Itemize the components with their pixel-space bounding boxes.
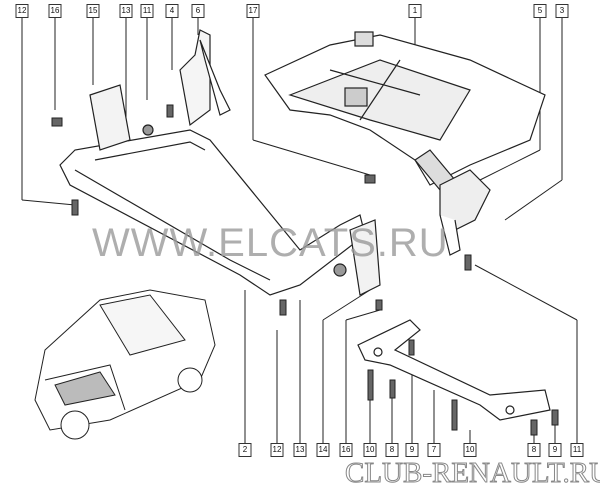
bolts	[51, 104, 559, 436]
leader-lines-top	[21, 17, 563, 221]
callout-label: 7	[427, 443, 441, 457]
callout-label: 17	[246, 4, 260, 18]
callout-label: 5	[533, 4, 547, 18]
callout-label: 10	[463, 443, 477, 457]
callout-label: 2	[238, 443, 252, 457]
callout-label: 8	[527, 443, 541, 457]
car-illustration	[34, 289, 216, 440]
crossmember	[59, 29, 491, 296]
callout-label: 16	[48, 4, 62, 18]
callout-label: 1	[408, 4, 422, 18]
watermark-elcats: WWW.ELCATS.RU	[92, 221, 449, 265]
subframe	[264, 31, 546, 191]
lower-brace	[357, 319, 551, 421]
callout-label: 11	[570, 443, 584, 457]
callout-label: 10	[363, 443, 377, 457]
callout-label: 16	[339, 443, 353, 457]
callout-label: 14	[316, 443, 330, 457]
callout-label: 8	[385, 443, 399, 457]
callout-label: 11	[140, 4, 154, 18]
callout-label: 12	[270, 443, 284, 457]
callout-label: 12	[15, 4, 29, 18]
callout-label: 4	[165, 4, 179, 18]
callout-label: 15	[86, 4, 100, 18]
watermark-club-renault: CLUB-RENAULT.RU	[344, 457, 600, 489]
callout-label: 9	[405, 443, 419, 457]
callout-label: 6	[191, 4, 205, 18]
callout-label: 3	[555, 4, 569, 18]
callout-label: 13	[119, 4, 133, 18]
callout-label: 13	[293, 443, 307, 457]
callout-label: 9	[548, 443, 562, 457]
